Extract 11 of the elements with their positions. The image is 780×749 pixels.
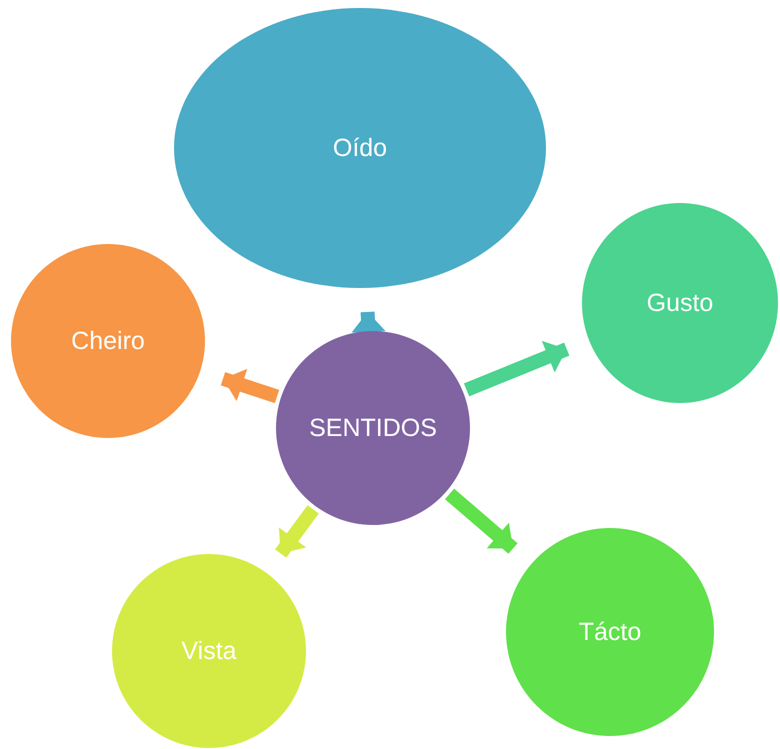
block-arrow [220, 368, 280, 404]
node-label: SENTIDOS [309, 414, 437, 442]
block-arrow [464, 340, 570, 396]
block-arrow [275, 505, 319, 558]
node-label: Gusto [646, 288, 714, 318]
node-label: Tácto [578, 618, 642, 646]
node-label: Oído [332, 134, 388, 162]
node-label: Vista [181, 636, 237, 666]
block-arrow [444, 488, 518, 554]
block-arrow [352, 312, 386, 333]
node-label: Cheiro [71, 326, 145, 356]
